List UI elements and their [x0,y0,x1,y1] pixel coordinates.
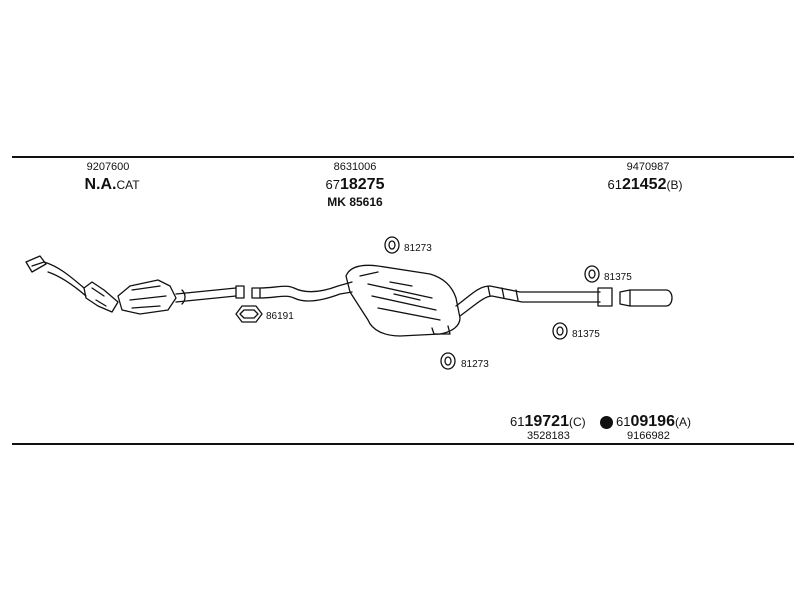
top-rule [12,156,794,158]
callout-81273-bottom: 81273 [461,359,489,370]
callout-81375-top: 81375 [604,272,632,283]
left-ref-number: 9207600 [86,161,130,173]
part-c-main: 19721 [524,413,569,430]
callout-81375-bottom: 81375 [572,329,600,340]
callout-81273-top: 81273 [404,243,432,254]
left-part-label: N.A.CAT [84,177,139,193]
part-a-label: 6109196(A) [616,414,691,430]
tail-pipe [455,285,613,317]
middle-sub-number: 85616 [349,195,383,209]
rubber-mount-icon [440,352,456,370]
right-part-prefix: 61 [607,177,622,192]
right-part-label: 6121452(B) [608,177,683,193]
middle-sub-prefix: MK [327,195,346,209]
filled-circle-icon [600,416,613,429]
bottom-rule [12,443,794,445]
right-part-main: 21452 [621,176,667,193]
callout-86191: 86191 [266,311,294,322]
part-a-suffix: (A) [674,415,691,429]
part-c-ref-number: 3528183 [527,430,570,442]
left-part-suffix: CAT [116,178,140,192]
tail-pipe-tip [619,289,673,307]
rubber-mount-icon [384,236,400,254]
part-c-label: 6119721(C) [510,414,586,430]
middle-part-main: 18275 [339,176,385,193]
part-c-suffix: (C) [568,415,586,429]
middle-part-label: 6718275 [326,177,385,193]
part-a-main: 09196 [630,413,675,430]
middle-ref-number: 8631006 [333,161,377,173]
part-c-prefix: 61 [510,414,525,429]
left-part-main: N.A. [84,176,117,193]
clamp-icon [235,305,263,323]
middle-part-prefix: 67 [325,177,340,192]
catalytic-converter [83,279,245,315]
middle-pipe [251,281,353,302]
right-part-suffix: (B) [666,178,683,192]
middle-sub-label: MK 85616 [327,196,382,208]
rubber-mount-icon [552,322,568,340]
front-pipe [25,255,87,297]
rubber-mount-icon [584,265,600,283]
rear-silencer [345,264,461,337]
part-a-ref-number: 9166982 [627,430,670,442]
part-a-prefix: 61 [616,414,631,429]
right-ref-number: 9470987 [626,161,670,173]
